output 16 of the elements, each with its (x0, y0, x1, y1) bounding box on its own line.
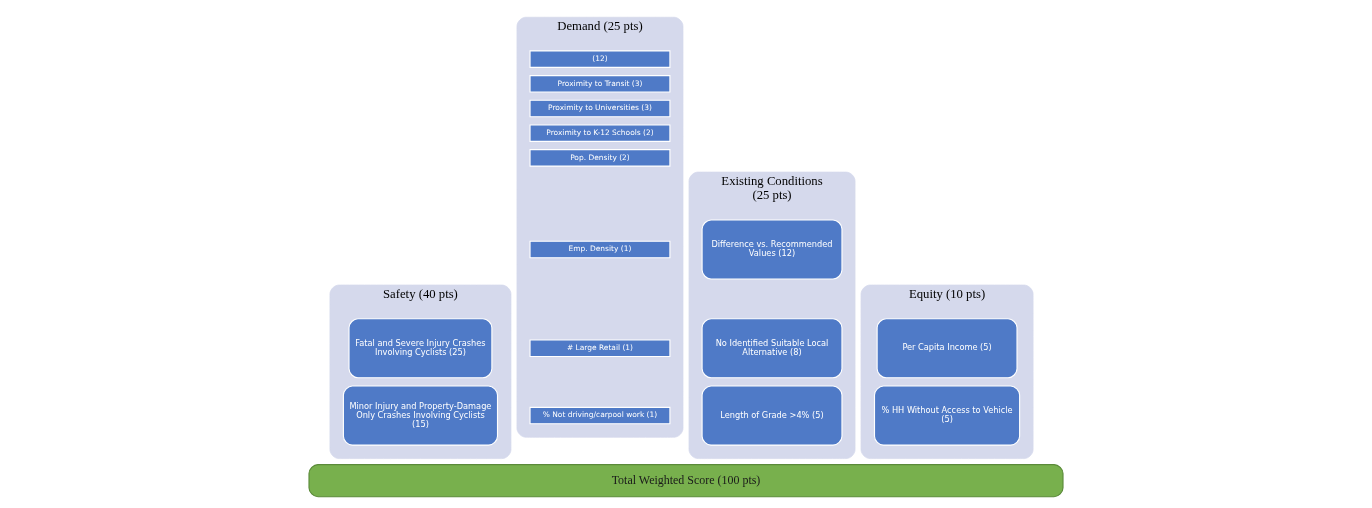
node-box: Minor Injury and Property-Damage Only Crashes Involving Cyclists (15) (342, 385, 499, 446)
node-box: % HH Without Access to Vehicle (5) (873, 385, 1021, 446)
node-box: No Identified Suitable Local Alternative (8) (701, 318, 843, 379)
node-box: Length of Grade >4% (5) (701, 385, 843, 446)
node-box: Difference vs. Recommended Values (12) (701, 219, 843, 280)
node-box: Proximity to K-12 Schools (2) (529, 124, 671, 142)
node-box: Emp. Density (1) (529, 240, 671, 259)
node-box: % Not driving/carpool work (1) (529, 406, 671, 425)
node-box: Total Weighted Score (100 pts) (308, 464, 1064, 498)
node-box: Per Capita Income (5) (876, 318, 1018, 379)
node-box: Proximity to Transit (3) (529, 75, 671, 93)
node-box: Pop. Density (2) (529, 149, 671, 167)
node-box: Proximity to Universities (3) (529, 99, 671, 118)
node-box: (12) (529, 50, 671, 68)
node-box: Fatal and Severe Injury Crashes Involving Cyclists (25) (348, 318, 493, 379)
node-box: # Large Retail (1) (529, 339, 671, 358)
